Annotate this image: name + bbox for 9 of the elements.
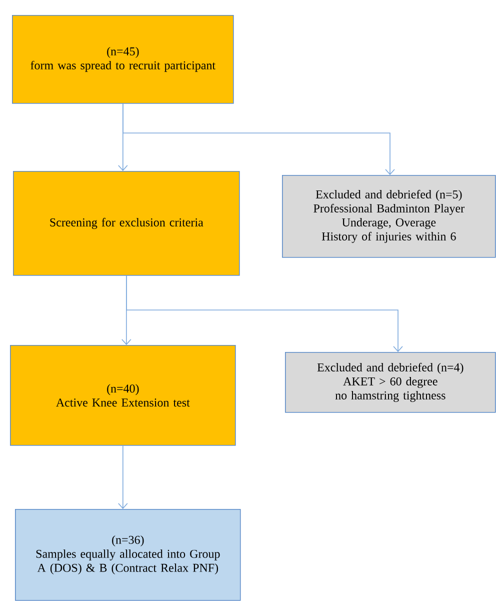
exclusion-box: Excluded and debriefed (n=5) Professional Badminton Player Underage, Overage History of injuries within 6 (282, 175, 496, 258)
arrow (118, 445, 128, 509)
exclusion-box: Excluded and debriefed (n=4) AKET > 60 degree no hamstring tightness (285, 352, 496, 413)
process-box: (n=45) form was spread to recruit participant (12, 15, 234, 104)
result-box: (n=36) Samples equally allocated into Group A (DOS) & B (Contract Relax PNF) (15, 509, 241, 601)
arrow (122, 103, 395, 175)
process-box: Screening for exclusion criteria (13, 171, 240, 276)
process-box: (n=40) Active Knee Extension test (10, 345, 236, 446)
arrow (126, 275, 403, 352)
